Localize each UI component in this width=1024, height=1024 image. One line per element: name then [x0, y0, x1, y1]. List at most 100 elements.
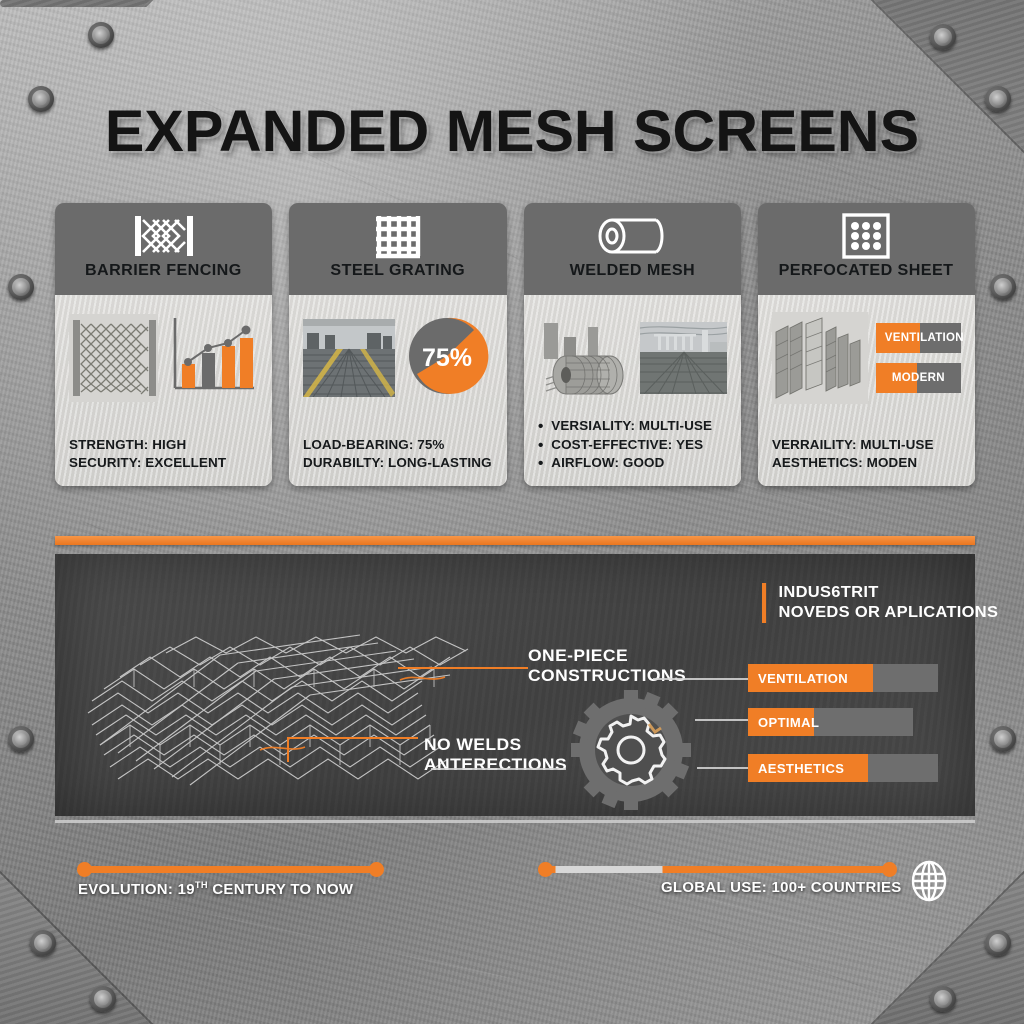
card-specs: VERRAILITY: MULTI-USE AESTHETICS: MODEN — [772, 426, 961, 473]
rivet — [8, 726, 34, 752]
card-header: BARRIER FENCING — [55, 203, 273, 295]
spec-item: SECURITY: EXCELLENT — [69, 455, 227, 471]
card-body: VERSIALITY: MULTI-USE COST-EFFECTIVE: YE… — [524, 295, 741, 486]
progress-bar-label: VENTILATION — [884, 332, 964, 344]
card-barrier-fencing[interactable]: BARRIER FENCING — [55, 203, 273, 486]
panel-bottom-rule — [55, 820, 975, 823]
grating-walkway-photo — [303, 319, 396, 397]
timeline-dot — [77, 862, 92, 877]
spec-item: COST-EFFECTIVE: YES — [538, 435, 731, 456]
panel-bar-optimal: OPTIMAL — [748, 708, 913, 736]
card-specs: STRENGTH: HIGH SECURITY: EXCELLENT — [69, 426, 258, 473]
card-header: STEEL GRATING — [289, 203, 507, 295]
timeline-label-rest: CENTURY TO NOW — [207, 881, 354, 898]
card-title: BARRIER FENCING — [85, 262, 242, 279]
rivet — [30, 930, 56, 956]
card-title: WELDED MESH — [569, 262, 695, 279]
rivet — [90, 986, 116, 1012]
globe-icon — [911, 860, 947, 902]
rivet — [990, 274, 1016, 300]
panel-kicker: INDUS6TRIT NOVEDS OR APLICATIONS — [762, 583, 998, 623]
progress-bar-modern: MODERN — [875, 363, 961, 393]
steel-grating-donut: 75% — [403, 312, 491, 405]
mesh-leader-lines — [287, 667, 528, 762]
card-header: PERFOCATED SHEET — [757, 203, 975, 295]
fence-icon — [133, 212, 195, 260]
card-body: VENTILATION MODERN VERRAILITY: MULTI-USE… — [758, 295, 975, 486]
gear-icon — [571, 690, 691, 810]
card-header: WELDED MESH — [523, 203, 741, 295]
perforated-panels-photo — [771, 312, 868, 404]
spec-item: VERSIALITY: MULTI-USE — [538, 416, 731, 437]
card-perfocated-sheet[interactable]: PERFOCATED SHEET — [757, 203, 975, 486]
spec-item: AIRFLOW: GOOD — [538, 453, 731, 474]
card-welded-mesh[interactable]: WELDED MESH — [523, 203, 741, 486]
card-visual: 75% — [303, 309, 492, 407]
mesh-installation-photo — [640, 322, 727, 394]
leader-line — [431, 768, 566, 770]
timeline-global-use — [538, 862, 897, 877]
corner-plate-top-left — [0, 0, 240, 7]
panel-bar-label: OPTIMAL — [758, 714, 820, 730]
card-specs: VERSIALITY: MULTI-USE COST-EFFECTIVE: YE… — [538, 407, 727, 474]
orange-divider — [55, 536, 975, 545]
card-title: STEEL GRATING — [330, 262, 466, 279]
spec-item: VERRAILITY: MULTI-USE — [771, 436, 934, 452]
card-progress-bars: VENTILATION MODERN — [875, 323, 964, 393]
spec-item: AESTHETICS: MODEN — [771, 455, 917, 471]
page-title: EXPANDED MESH SCREENS — [104, 99, 920, 164]
card-steel-grating[interactable]: STEEL GRATING — [289, 203, 507, 486]
card-visual: VENTILATION MODERN — [771, 309, 964, 407]
callout-line-2: CONSTRUCTIONS — [528, 666, 687, 686]
spec-item: LOAD-BEARING: 75% — [303, 436, 445, 452]
spec-item: STRENGTH: HIGH — [69, 436, 187, 452]
timeline-dot — [538, 862, 553, 877]
rivet — [8, 274, 34, 300]
timeline-evolution-label: EVOLUTION: 19TH CENTURY TO NOW — [78, 880, 353, 898]
expanded-mesh-illustration — [87, 634, 469, 786]
card-specs: LOAD-BEARING: 75% DURABILTY: LONG-LASTIN… — [303, 426, 492, 473]
panel-bar-ventilation: VENTILATION — [748, 664, 938, 692]
grid-mesh-icon — [373, 212, 423, 260]
rivet — [28, 86, 54, 112]
timeline-global-use-label: GLOBAL USE: 100+ COUNTRIES — [661, 880, 902, 896]
rivet — [985, 86, 1011, 112]
callout-one-piece: ONE-PIECE CONSTRUCTIONS — [528, 646, 686, 687]
mesh-roll-icon — [596, 212, 668, 260]
svg-text:75%: 75% — [422, 344, 472, 372]
timeline-evolution — [77, 862, 384, 877]
progress-bar-ventilation: VENTILATION — [875, 323, 964, 353]
rivet — [88, 22, 114, 48]
feature-card-row: BARRIER FENCING — [55, 203, 975, 486]
panel-bar-label: VENTILATION — [758, 670, 849, 686]
card-body: 75% LOAD-BEARING: 75% DURABILTY: LONG-LA… — [289, 295, 506, 486]
panel-bar-label: AESTHETICS — [758, 760, 845, 776]
timeline-dot — [369, 862, 384, 877]
rivet — [990, 726, 1016, 752]
card-visual — [538, 309, 727, 407]
kicker-line-2: NOVEDS OR APLICATIONS — [778, 604, 999, 621]
callout-line-1: NO WELDS — [424, 735, 522, 754]
chain-link-fence-photo — [69, 314, 159, 402]
timeline-label-sup: TH — [194, 880, 208, 890]
timeline-label-text: EVOLUTION: 19 — [78, 881, 195, 898]
spec-item: DURABILTY: LONG-LASTING — [303, 455, 492, 471]
panel-bar-aesthetics: AESTHETICS — [748, 754, 938, 782]
rivet — [930, 24, 956, 50]
rivet — [985, 930, 1011, 956]
mesh-roll-photo — [538, 317, 633, 399]
card-visual — [69, 309, 258, 407]
gear-leader-lines — [695, 719, 750, 769]
perforated-dots-icon — [842, 212, 891, 260]
card-body: STRENGTH: HIGH SECURITY: EXCELLENT — [55, 295, 272, 486]
callout-line-2: ANTERECTIONS — [424, 755, 568, 775]
progress-bar-label: MODERN — [891, 372, 945, 384]
card-title: PERFOCATED SHEET — [778, 262, 954, 279]
timeline-dot — [882, 862, 897, 877]
barrier-fencing-chart — [166, 312, 258, 405]
kicker-line-1: INDUS6TRIT — [778, 584, 879, 601]
leader-line — [653, 678, 748, 680]
callout-line-1: ONE-PIECE — [528, 646, 629, 665]
